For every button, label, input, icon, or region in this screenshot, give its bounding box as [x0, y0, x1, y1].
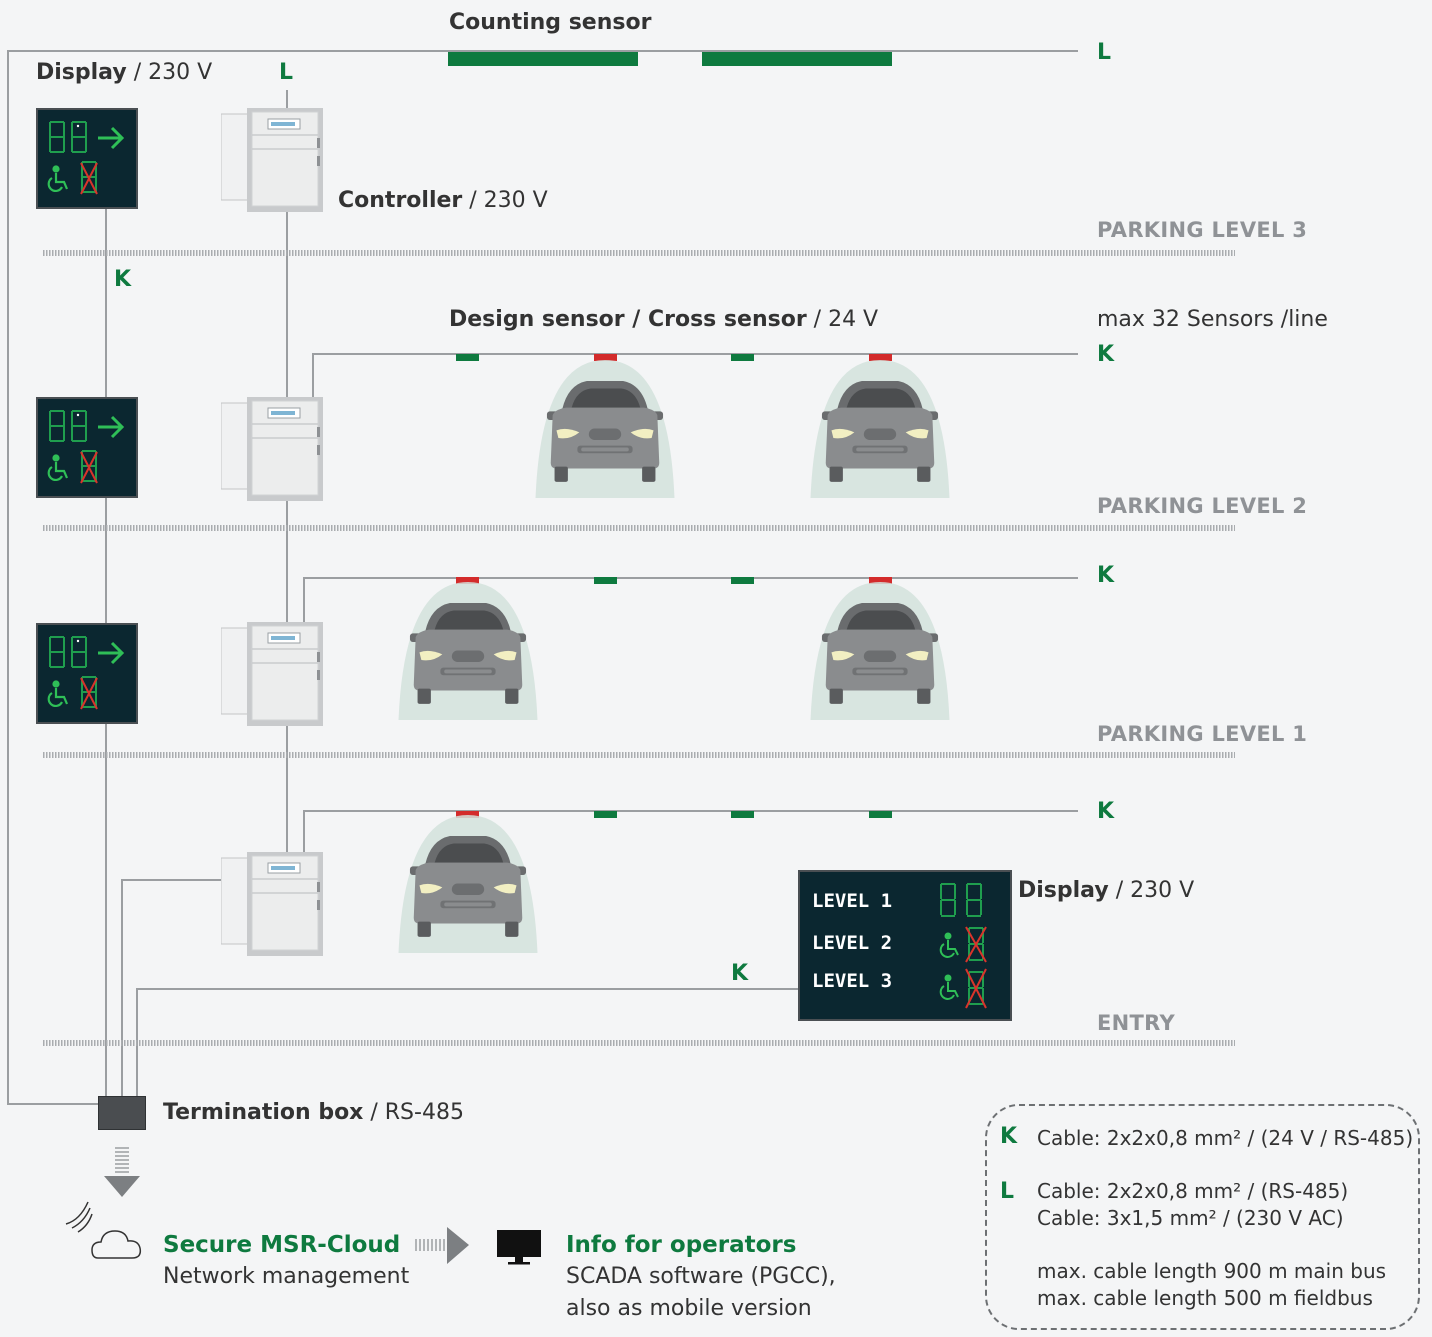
wheelchair-blocked-icon	[939, 926, 987, 963]
termination-label: Termination box / RS-485	[163, 1100, 464, 1125]
parking-level-2-label: PARKING LEVEL 2	[1097, 494, 1308, 518]
legend-l-text-1: Cable: 2x2x0,8 mm² / (RS-485)	[1037, 1179, 1349, 1203]
legend-l-text-2: Cable: 3x1,5 mm² / (230 V AC)	[1037, 1206, 1344, 1230]
car-icon	[393, 582, 543, 720]
legend-k-text: Cable: 2x2x0,8 mm² / (24 V / RS-485)	[1037, 1126, 1414, 1150]
l-bus-line	[8, 50, 1078, 52]
display-entry-k-line	[136, 988, 800, 990]
line-mark-k: K	[114, 267, 132, 292]
parking-level-3-label: PARKING LEVEL 3	[1097, 218, 1308, 242]
controller-wire-3	[286, 724, 288, 854]
design-sensor-label: Design sensor / Cross sensor / 24 V	[449, 307, 879, 332]
sensor-line-l1	[303, 810, 1078, 812]
operators-title: Info for operators	[566, 1232, 797, 1258]
ctrl-to-term-vertical	[121, 879, 123, 1097]
legend-note-1: max. cable length 900 m main bus	[1037, 1259, 1387, 1283]
sensor-red	[869, 354, 892, 361]
display-panel	[36, 397, 138, 498]
sensor-green	[731, 577, 754, 584]
sensor-drop-l1	[303, 810, 305, 855]
sensor-line-l2	[303, 577, 1078, 579]
operators-line-1: SCADA software (PGCC),	[566, 1264, 836, 1289]
counting-sensor-1	[448, 52, 638, 66]
entry-display-panel: LEVEL 1 LEVEL 2 LEVEL 3	[798, 870, 1012, 1021]
ctrl-to-term-line	[121, 879, 222, 881]
sensor-green	[594, 577, 617, 584]
line-mark-k: K	[1097, 342, 1115, 367]
l-bus-to-termination	[8, 1103, 98, 1105]
legend-l-key: L	[1000, 1179, 1015, 1204]
entry-level-label: ENTRY	[1097, 1011, 1175, 1035]
sensor-green	[594, 811, 617, 818]
counting-sensor-label: Counting sensor	[449, 10, 652, 35]
entry-level-3: LEVEL 3	[812, 970, 893, 992]
sensor-green	[456, 354, 479, 361]
display-k-wire-1	[105, 208, 107, 398]
display-k-wire-2	[105, 498, 107, 624]
level-separator	[43, 525, 1235, 531]
cable-legend: K Cable: 2x2x0,8 mm² / (24 V / RS-485) L…	[985, 1104, 1420, 1330]
sensor-drop-l3	[312, 353, 314, 401]
controller-l-drop	[286, 90, 288, 110]
sensor-green	[731, 354, 754, 361]
controller-label: Controller / 230 V	[338, 188, 548, 213]
sensor-red	[456, 577, 479, 584]
wheelchair-blocked-icon	[939, 968, 987, 1009]
sensor-red	[594, 354, 617, 361]
controller-wire-1	[286, 208, 288, 400]
controller-wire-2	[286, 498, 288, 625]
controller-device	[221, 622, 323, 726]
down-arrow-icon	[104, 1147, 140, 1197]
level-separator	[43, 250, 1235, 256]
display-k-wire-3	[105, 724, 107, 1096]
termination-box	[98, 1096, 146, 1130]
parking-level-1-label: PARKING LEVEL 1	[1097, 722, 1308, 746]
sensor-red	[456, 811, 479, 818]
level-separator	[43, 1040, 1235, 1046]
line-mark-l: L	[1097, 40, 1112, 65]
line-mark-k: K	[731, 961, 749, 986]
controller-device	[221, 108, 323, 212]
cloud-subtitle: Network management	[163, 1264, 410, 1289]
display-panel	[36, 108, 138, 209]
operators-line-2: also as mobile version	[566, 1296, 812, 1321]
entry-level-2: LEVEL 2	[812, 932, 893, 954]
line-mark-l: L	[279, 60, 294, 85]
line-mark-k: K	[1097, 799, 1115, 824]
cloud-icon	[65, 1201, 142, 1259]
level-separator	[43, 752, 1235, 758]
car-icon	[805, 360, 955, 498]
entry-level-1: LEVEL 1	[812, 890, 893, 912]
controller-device	[221, 397, 323, 501]
display-panel	[36, 623, 138, 724]
sensor-drop-l2	[303, 577, 305, 625]
legend-k-key: K	[1000, 1124, 1018, 1149]
counting-sensor-2	[702, 52, 892, 66]
car-icon	[530, 360, 680, 498]
display-top-label: Display / 230 V	[36, 60, 213, 85]
sensor-line-l3	[312, 353, 1078, 355]
digits-icon	[940, 883, 982, 917]
monitor-icon	[497, 1230, 541, 1265]
car-icon	[805, 582, 955, 720]
sensor-red	[869, 577, 892, 584]
l-bus-vertical	[7, 50, 9, 1105]
right-arrow-icon	[415, 1227, 469, 1264]
cloud-title: Secure MSR-Cloud	[163, 1232, 401, 1258]
legend-note-2: max. cable length 500 m fieldbus	[1037, 1286, 1373, 1310]
car-icon	[393, 815, 543, 953]
line-mark-k: K	[1097, 563, 1115, 588]
sensor-green	[731, 811, 754, 818]
controller-device	[221, 852, 323, 956]
sensor-green	[869, 811, 892, 818]
display-entry-label: Display / 230 V	[1018, 878, 1195, 903]
max-sensors-note: max 32 Sensors /line	[1097, 307, 1328, 332]
